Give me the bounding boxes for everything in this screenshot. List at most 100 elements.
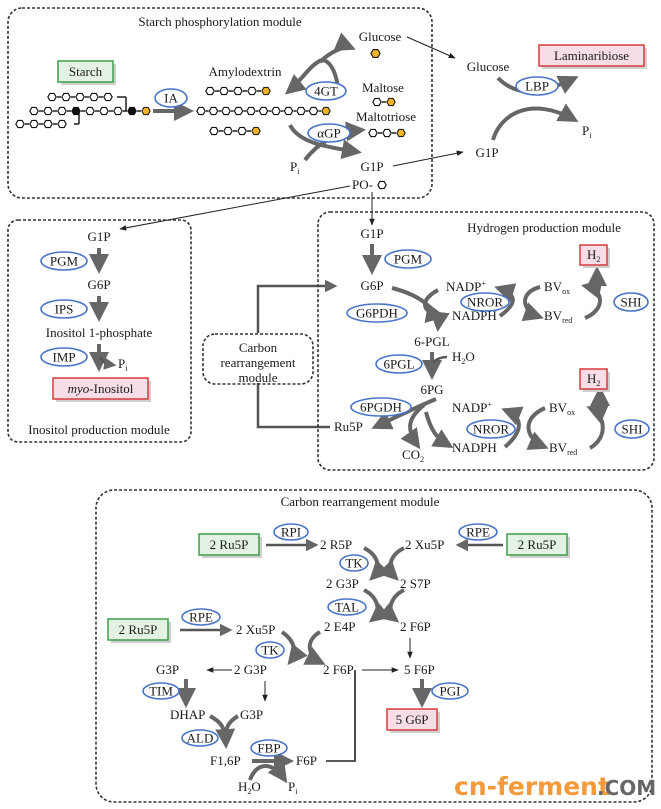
enzyme-pgm-hydrogen [384, 249, 432, 269]
enzyme-fbp-label: FBP [257, 741, 280, 756]
enzyme-pgm-label: PGM [394, 252, 423, 267]
maltotriose-label: Maltotriose [356, 109, 416, 124]
enzyme-4gt-label: 4GT [314, 84, 338, 99]
glucose-unit-icon [75, 92, 85, 102]
glucose-unit-icon [103, 92, 113, 102]
h-g1p-label: G1P [360, 226, 383, 241]
laminaribiose-label: Laminaribiose [554, 48, 629, 63]
glucose-unit-icon [233, 106, 244, 116]
glucose-unit-icon [99, 106, 109, 116]
enzyme-rpe-top [458, 523, 498, 541]
glucose-unit-icon [209, 126, 219, 136]
enzyme-6pgl-label: 6PGL [383, 357, 414, 372]
enzyme-shi-1 [613, 292, 649, 312]
module-border [95, 489, 653, 803]
watermark: cn-ferment .COM [454, 772, 656, 801]
g6p-product-box [386, 708, 438, 731]
laminaribiose-product-box [538, 44, 645, 67]
glucose-unit-icon [251, 126, 261, 136]
enzyme-6pgl [375, 354, 423, 374]
h-g6p-label: G6P [360, 278, 383, 293]
enzyme-rpe-left [181, 608, 221, 626]
po-label: PO- [352, 177, 373, 192]
h2o-label: H2O [452, 349, 475, 366]
enzyme-imp [40, 347, 88, 367]
glucose-unit-icon [237, 126, 247, 136]
glucose-unit-icon [43, 119, 53, 129]
myo-inositol-product-box [52, 377, 149, 400]
ru5p-input-label: 2 Ru5P [210, 537, 249, 552]
glucose-unit-icon [321, 106, 331, 116]
watermark-suffix: .COM [597, 776, 656, 800]
enzyme-4gt [305, 81, 347, 101]
enzyme-ips-label: IPS [55, 302, 74, 317]
glucose-unit-icon [223, 126, 233, 136]
bv-ox-1-label: BVox [544, 279, 570, 296]
inositol-production-module: G1P PGM G6P IPS Inositol 1-phosphate IMP… [7, 219, 192, 443]
amylodextrin-chains-icon [196, 86, 331, 136]
enzyme-lbp-label: LBP [525, 79, 549, 94]
glucose-unit-icon [271, 106, 281, 116]
f6p-label: F6P [296, 753, 317, 768]
nadp-2-label: NADP+ [452, 400, 492, 415]
glucose-unit-icon [208, 106, 219, 116]
enzyme-tim [142, 682, 180, 700]
enzyme-ia [154, 88, 188, 108]
f6p-5-label: 5 F6P [404, 662, 435, 677]
g1p-export-arrow [392, 150, 464, 167]
glucose-unit-icon [29, 106, 39, 116]
g6p-product-label: 5 G6P [396, 712, 429, 727]
glucose-unit-icon [113, 106, 123, 116]
module-title: Hydrogen production module [467, 220, 621, 235]
module-title: Inositol production module [28, 422, 170, 437]
glucose-unit-icon [233, 86, 243, 96]
enzyme-tk-label: TK [261, 643, 279, 658]
nadph-2-label: NADPH [452, 440, 497, 455]
glucose-unit-icon [246, 106, 256, 116]
carbon-rearrangement-module: Carbon rearrangement module 2 Ru5P RPI 2… [95, 489, 653, 803]
starch-phosphorylation-module: Starch phosphorylation module Starch IA … [7, 7, 464, 199]
glucose-right-label: Glucose [467, 59, 510, 74]
module-title: Carbon rearrangement module [281, 494, 440, 509]
enzyme-pgi [431, 682, 469, 700]
bv-red-1-label: BVred [544, 308, 572, 325]
bv-ox-2-label: BVox [549, 400, 575, 417]
glucose-unit-icon [296, 106, 306, 116]
enzyme-nror-label: NROR [473, 422, 509, 437]
enzyme-imp-label: IMP [52, 350, 75, 365]
amylodextrin-label: Amylodextrin [209, 64, 282, 79]
4gt-reaction-arrow [284, 58, 340, 95]
glucose-unit-icon [15, 119, 25, 129]
enzyme-ald [181, 729, 219, 747]
f6p-2b-label: 2 F6P [323, 662, 354, 677]
glucose-unit-icon [247, 86, 257, 96]
inositol-1-phosphate-label: Inositol 1-phosphate [46, 325, 153, 340]
maltose-icon [372, 97, 396, 107]
glucose-unit-icon [141, 106, 151, 116]
enzyme-6pgdh [350, 397, 412, 417]
g3p-mid-label: G3P [240, 707, 263, 722]
enzyme-pgm-inositol [40, 251, 88, 271]
g3p-2-label: 2 G3P [326, 576, 359, 591]
watermark-main: cn-ferment [454, 772, 610, 801]
enzyme-pgi-label: PGI [440, 684, 461, 699]
h2-product-box-1 [579, 244, 608, 266]
enzyme-rpi-label: RPI [281, 525, 301, 540]
enzyme-agp-label: αGP [317, 126, 340, 141]
inositol-g6p-label: G6P [87, 277, 110, 292]
glucose-unit-icon [43, 106, 53, 116]
e4p-label: 2 E4P [324, 619, 355, 634]
module-border [317, 211, 655, 471]
maltotriose-icon [368, 128, 406, 138]
g3p-left-label: G3P [156, 662, 179, 677]
h2-label-1: H2 [587, 247, 600, 264]
enzyme-ald-label: ALD [187, 731, 214, 746]
enzyme-pgm-label: PGM [50, 254, 79, 269]
pi-label: Pi [290, 159, 300, 176]
maltose-label: Maltose [362, 80, 404, 95]
hydrogen-production-module: Hydrogen production module G1P PGM G6P G… [317, 211, 655, 471]
enzyme-ips [40, 299, 88, 319]
myo-inositol-label: myo-Inositol [68, 381, 134, 396]
enzyme-g6pdh [346, 303, 408, 323]
enzyme-fbp [250, 739, 288, 757]
